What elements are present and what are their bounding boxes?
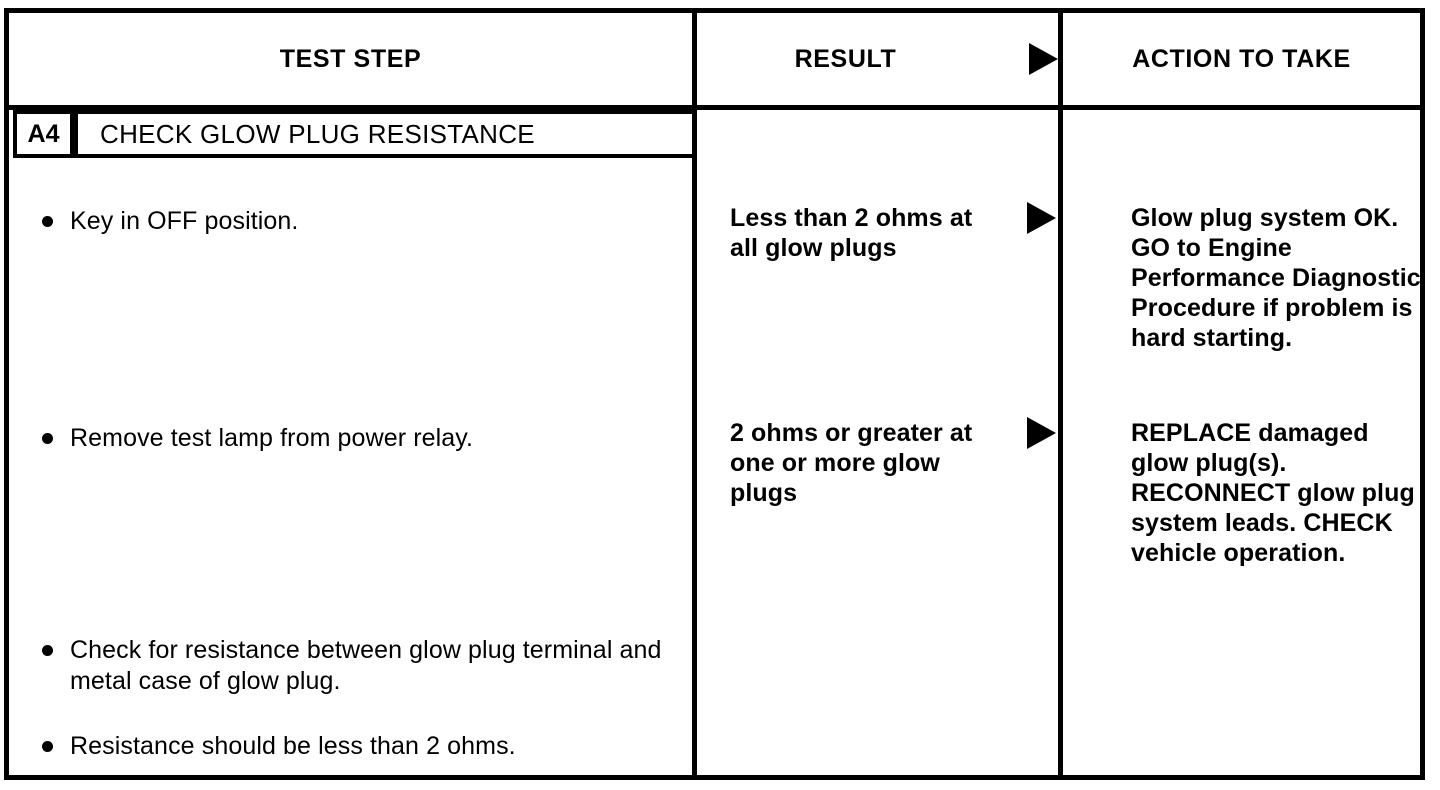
bullet-dot-icon	[42, 433, 53, 444]
column-header-action-to-take: ACTION TO TAKE	[1132, 44, 1351, 73]
list-item: Resistance should be less than 2 ohms.	[42, 731, 662, 762]
test-step-column: Key in OFF position. Remove test lamp fr…	[9, 158, 692, 775]
action-text-2: REPLACE damaged glow plug(s). RECONNECT …	[1131, 419, 1415, 567]
diagnostic-table: TEST STEP RESULT ACTION TO TAKE A4 CHECK…	[4, 8, 1425, 780]
list-item: Remove test lamp from power relay.	[42, 423, 662, 454]
header-separator-line	[9, 105, 1420, 110]
bullet-dot-icon	[42, 741, 53, 752]
bullet-dot-icon	[42, 216, 53, 227]
step-code-box: A4	[13, 110, 74, 158]
list-item-text: Resistance should be less than 2 ohms.	[70, 732, 516, 760]
result-text-1: Less than 2 ohms at all glow plugs	[730, 204, 973, 262]
column-header-result: RESULT	[697, 13, 1058, 105]
action-to-take-column: Glow plug system OK. GO to Engine Perfor…	[1063, 110, 1421, 775]
result-column: Less than 2 ohms at all glow plugs 2 ohm…	[697, 110, 1058, 775]
list-item-text: Check for resistance between glow plug t…	[70, 636, 662, 695]
right-triangle-icon	[1027, 202, 1056, 234]
list-item-text: Remove test lamp from power relay.	[70, 424, 474, 452]
action-text-1: Glow plug system OK. GO to Engine Perfor…	[1131, 204, 1421, 352]
table-header-row: TEST STEP RESULT ACTION TO TAKE	[9, 13, 1420, 105]
step-title: CHECK GLOW PLUG RESISTANCE	[74, 110, 692, 158]
bullet-dot-icon	[42, 645, 53, 656]
result-text-2: 2 ohms or greater at one or more glow pl…	[730, 419, 973, 507]
list-item-text: Key in OFF position.	[70, 207, 299, 235]
column-divider-teststep-result	[692, 13, 697, 775]
column-divider-result-action	[1058, 13, 1063, 775]
right-triangle-icon	[1027, 417, 1056, 449]
list-item: Check for resistance between glow plug t…	[42, 635, 682, 697]
column-header-result-label: RESULT	[794, 44, 897, 73]
step-identifier-row: A4 CHECK GLOW PLUG RESISTANCE	[9, 110, 692, 158]
list-item: Key in OFF position.	[42, 206, 662, 237]
right-triangle-icon	[1029, 43, 1058, 75]
column-header-test-step: TEST STEP	[279, 44, 422, 73]
